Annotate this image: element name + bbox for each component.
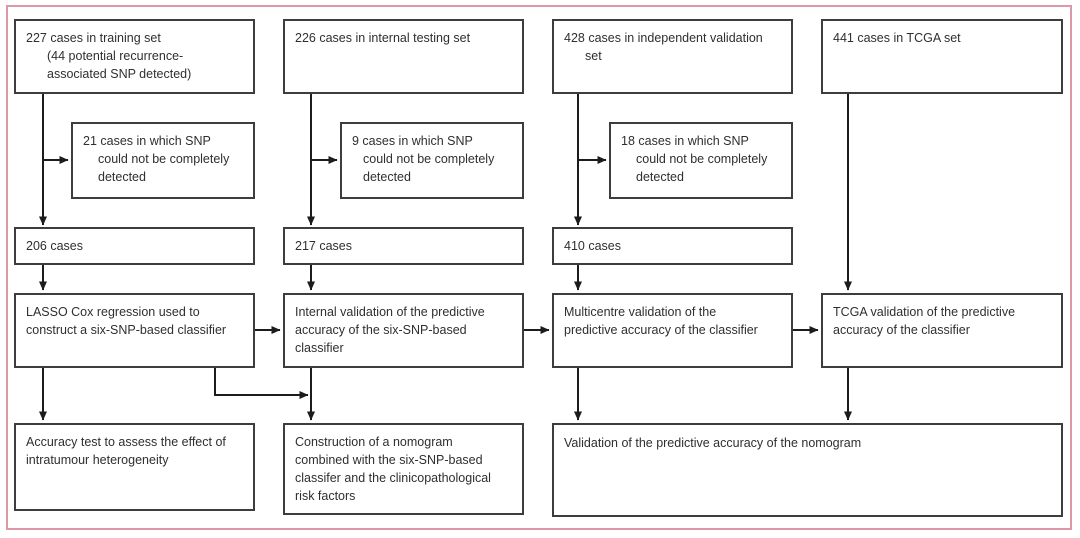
box-training-set: 227 cases in training set(44 potential r…	[14, 19, 255, 94]
figure-frame	[6, 5, 1072, 530]
box-internal-testing-set-label: 226 cases in internal testing set	[295, 31, 471, 45]
box-nomogram-validation-label: Validation of the predictive accuracy of…	[564, 436, 862, 450]
box-internal-remaining-cases: 217 cases	[283, 227, 524, 265]
box-independent-remaining-cases: 410 cases	[552, 227, 793, 265]
box-training-remaining-cases-label: 206 cases	[26, 239, 83, 253]
box-tcga-set-label: 441 cases in TCGA set	[833, 31, 961, 45]
box-training-set-label: 227 cases in training set(44 potential r…	[26, 31, 192, 81]
arrow-lasso-to-nomogram-construction	[214, 368, 309, 399]
box-tcga-set: 441 cases in TCGA set	[821, 19, 1063, 94]
box-independent-remaining-cases-label: 410 cases	[564, 239, 621, 253]
box-nomogram-validation: Validation of the predictive accuracy of…	[552, 423, 1063, 517]
box-internal-remaining-cases-label: 217 cases	[295, 239, 352, 253]
box-internal-testing-set: 226 cases in internal testing set	[283, 19, 524, 94]
box-training-remaining-cases: 206 cases	[14, 227, 255, 265]
